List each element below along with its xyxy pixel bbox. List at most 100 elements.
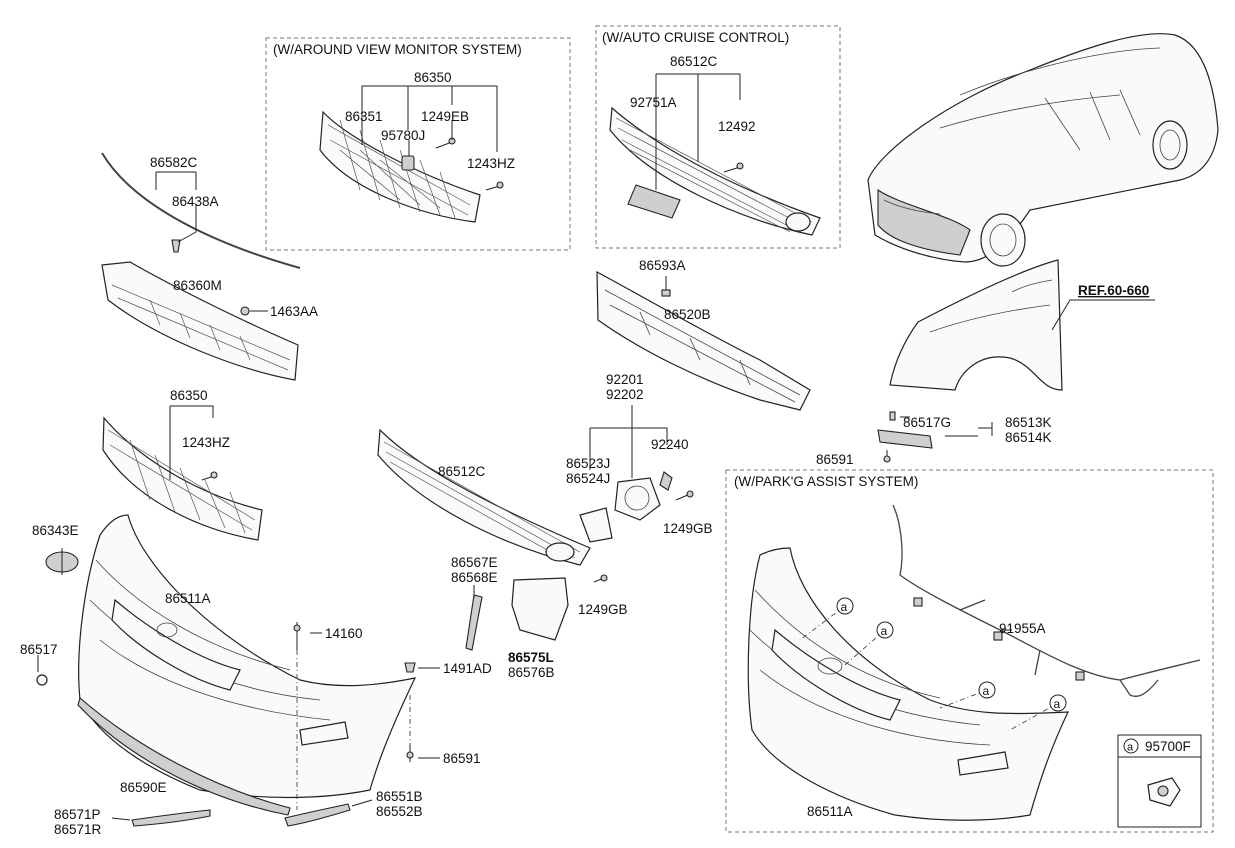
front-bumper-86511a: [78, 514, 417, 799]
label-86591-r: 86591: [816, 452, 854, 467]
svg-text:a: a: [881, 624, 888, 638]
leaders-86582c: [155, 171, 197, 243]
label-92201: 92201: [606, 372, 644, 387]
label-86590e: 86590E: [120, 780, 167, 795]
label-86517: 86517: [20, 642, 58, 657]
cover-86360m: [101, 261, 299, 381]
park-assist-title: (W/PARK'G ASSIST SYSTEM): [734, 474, 918, 489]
lower-grille-86512c: [377, 428, 591, 566]
trim-86567e: [465, 594, 483, 651]
label-86511a-pas: 86511A: [807, 804, 853, 819]
leaders-avm-small: [407, 116, 453, 156]
label-86438a: 86438A: [172, 194, 219, 209]
vehicle-illustration: [867, 33, 1219, 267]
callout-a-2: a: [876, 621, 894, 639]
label-1249eb: 1249EB: [421, 109, 469, 124]
label-95780j: 95780J: [381, 128, 425, 143]
cover-86575l: [511, 577, 569, 641]
svg-text:a: a: [841, 600, 848, 614]
legend-callout: a: [1127, 742, 1134, 754]
label-92751a: 92751A: [630, 95, 677, 110]
screw-1243hz-mid: [201, 471, 218, 481]
label-12492: 12492: [718, 119, 756, 134]
clip-86438a: [171, 239, 181, 253]
clip-1463aa: [240, 306, 250, 316]
label-86520b: 86520B: [664, 307, 711, 322]
leaders-fender: [900, 416, 993, 437]
label-86576b: 86576B: [508, 665, 555, 680]
label-86582c: 86582C: [150, 155, 198, 170]
callout-a-4: a: [1049, 694, 1067, 712]
sensor-legend-box: a 95700F: [1117, 734, 1202, 828]
around-view-box: [265, 37, 571, 251]
label-86568e: 86568E: [451, 570, 498, 585]
camera-95780j: [401, 155, 415, 171]
label-86593a: 86593A: [639, 258, 686, 273]
label-1243hz-mid: 1243HZ: [182, 435, 230, 450]
bolt-86591: [406, 745, 414, 762]
leader-ref: [1051, 299, 1155, 331]
fog-lamp-92201: [614, 477, 661, 521]
label-86351: 86351: [345, 109, 383, 124]
label-1249gb-a: 1249GB: [663, 521, 713, 536]
label-95700f: 95700F: [1145, 739, 1191, 754]
bracket-92751a: [627, 184, 681, 219]
clip-14160: [293, 622, 301, 650]
callout-a-3: a: [978, 681, 996, 699]
fender-ref: [889, 259, 1063, 391]
label-ref: REF.60-660: [1078, 283, 1149, 298]
leaders-fog: [589, 405, 668, 478]
callout-dashlines: [799, 605, 1059, 731]
bolt-86591-r: [883, 450, 891, 463]
label-86512c-top: 86512C: [670, 54, 718, 69]
svg-text:a: a: [1054, 697, 1061, 711]
label-1243hz-top: 1243HZ: [467, 156, 515, 171]
label-86360m: 86360M: [173, 278, 222, 293]
label-14160: 14160: [325, 626, 363, 641]
label-86523j: 86523J: [566, 456, 610, 471]
label-86575l: 86575L: [508, 650, 554, 665]
lower-grille-acc: [609, 106, 821, 236]
label-92240: 92240: [651, 437, 689, 452]
park-assist-box: [725, 469, 1214, 833]
label-91955a: 91955A: [999, 621, 1046, 636]
screw-1249eb: [435, 137, 456, 149]
label-86571p: 86571P: [54, 807, 101, 822]
bracket-92240: [659, 471, 673, 491]
ultrasonic-sensor-95700f: [1147, 777, 1181, 807]
clip-1491ad: [404, 662, 416, 673]
label-1463aa: 1463AA: [270, 304, 318, 319]
label-86343e: 86343E: [32, 523, 79, 538]
label-86567e: 86567E: [451, 555, 498, 570]
label-86350-mid: 86350: [170, 388, 208, 403]
label-86514k: 86514K: [1005, 430, 1052, 445]
label-86591: 86591: [443, 751, 481, 766]
leaders-86512c-top: [655, 73, 741, 190]
label-86551b: 86551B: [376, 789, 423, 804]
svg-text:a: a: [983, 684, 990, 698]
label-86524j: 86524J: [566, 471, 610, 486]
label-86513k: 86513K: [1005, 415, 1052, 430]
auto-cruise-title: (W/AUTO CRUISE CONTROL): [602, 30, 789, 45]
strip-86571p: [131, 809, 211, 827]
molding-86582c: [101, 152, 301, 269]
absorber-86520b: [596, 270, 811, 411]
cap-86517: [36, 674, 48, 686]
label-86517g: 86517G: [903, 415, 951, 430]
label-86511a: 86511A: [165, 591, 211, 606]
screw-1249gb-b: [593, 574, 608, 583]
strip-86551b: [284, 803, 351, 827]
label-92202: 92202: [606, 387, 644, 402]
leaders-86350-mid: [169, 405, 214, 480]
around-view-title: (W/AROUND VIEW MONITOR SYSTEM): [273, 42, 522, 57]
wiring-91955a: [892, 504, 1201, 697]
lip-86590e: [77, 697, 291, 816]
clip-86593a: [661, 289, 671, 297]
fog-bezel-86523j: [579, 507, 613, 543]
clip-86517g: [889, 411, 896, 421]
label-86350-top: 86350: [414, 70, 452, 85]
screw-1243hz-top: [485, 181, 504, 191]
label-1249gb-b: 1249GB: [578, 602, 628, 617]
label-86571r: 86571R: [54, 822, 102, 837]
